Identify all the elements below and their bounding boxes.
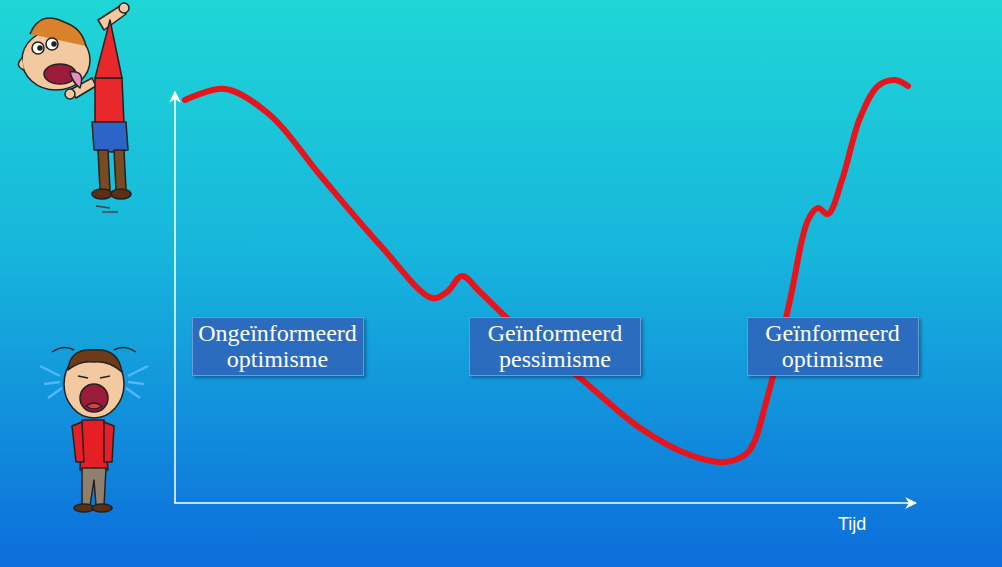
phase-box: Geïnformeerd pessimisme — [469, 317, 641, 375]
y-axis — [174, 92, 176, 503]
x-axis — [174, 502, 916, 504]
phase-label: Geïnformeerd pessimisme — [476, 321, 634, 371]
phase-label: Geïnformeerd optimisme — [754, 321, 912, 371]
crying-figure — [40, 347, 148, 512]
phase-box: Geïnformeerd optimisme — [747, 317, 919, 375]
change-curve — [185, 80, 908, 462]
axis-label: Tijd — [838, 514, 866, 535]
phase-label: Ongeïnformeerd optimisme — [198, 321, 357, 371]
phase-box: Ongeïnformeerd optimisme — [192, 317, 364, 375]
happy-figure — [18, 3, 131, 212]
